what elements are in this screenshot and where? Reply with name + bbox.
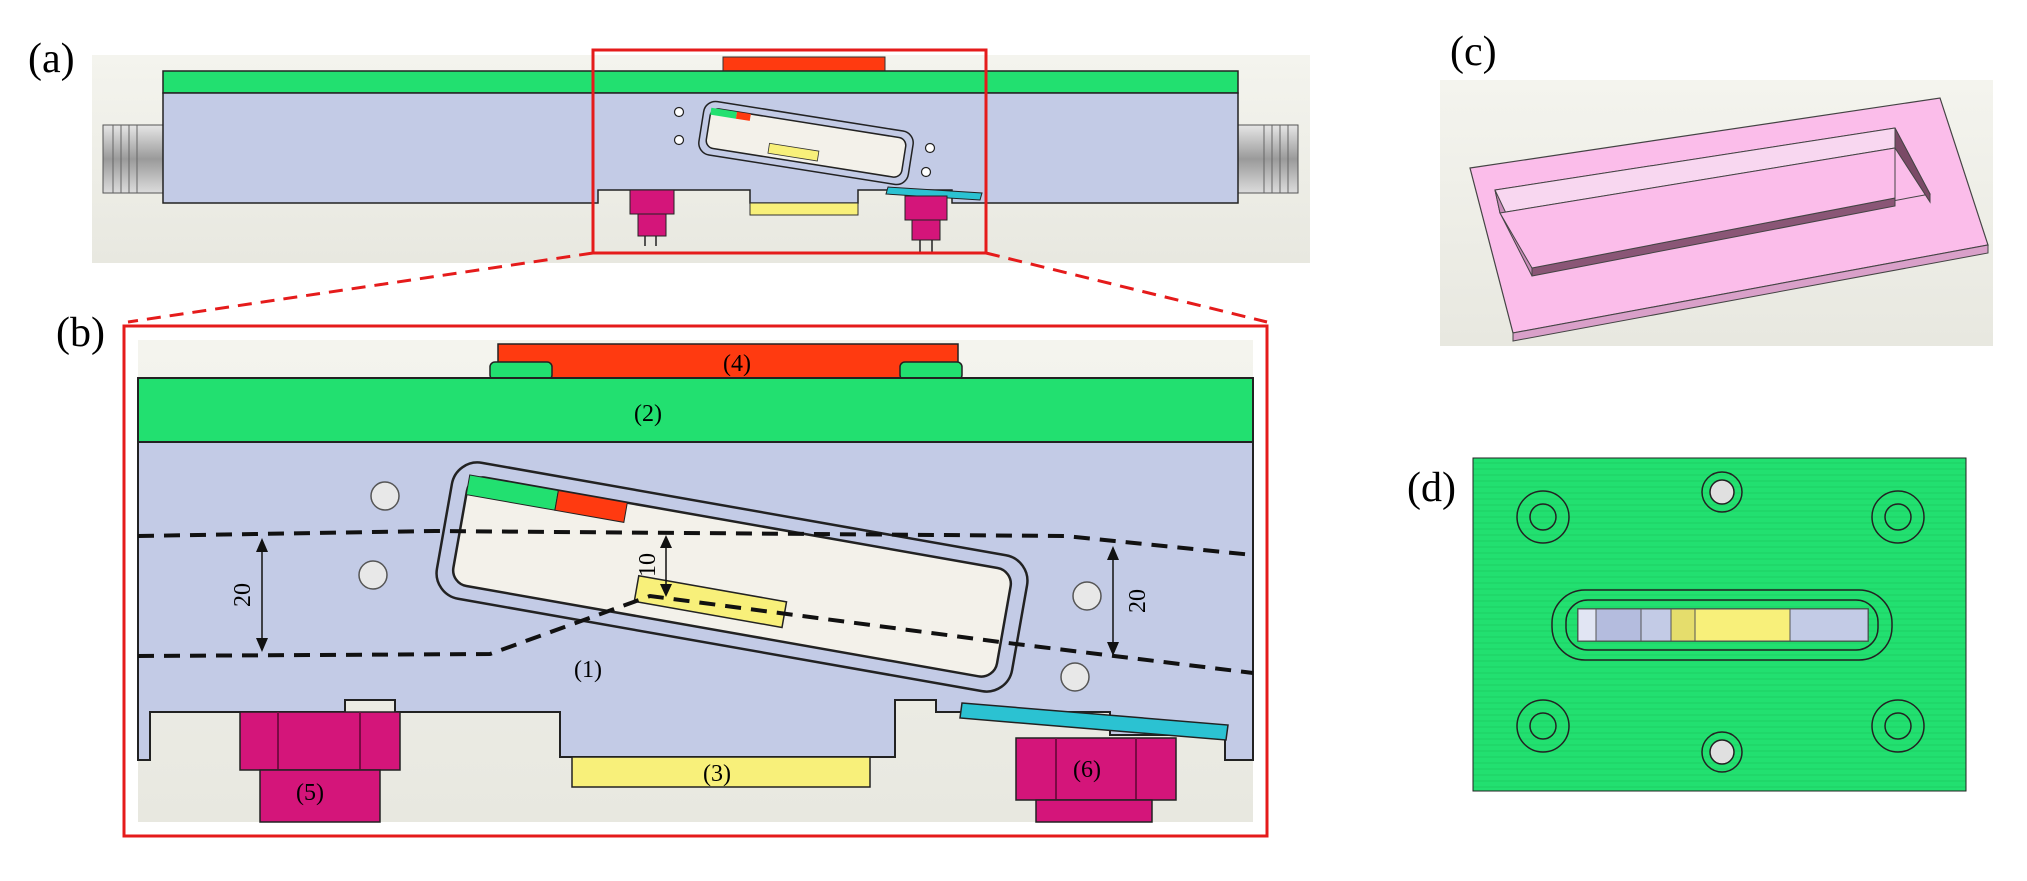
bolt-hole-icon [1516, 699, 1570, 753]
insert-slot-right-wall [1894, 127, 1931, 204]
part-label-3: (3) [703, 761, 731, 787]
part-3-fixture [571, 756, 871, 788]
panel-d [1472, 457, 1967, 792]
channel-upper-dashed [137, 528, 1254, 557]
panel-label-d: (d) [1407, 465, 1456, 511]
part-label-6: (6) [1073, 757, 1101, 783]
panel-c [1440, 80, 1993, 346]
part-4-top-cover [497, 343, 959, 379]
part-2-flange [137, 377, 1254, 443]
panel-b [122, 324, 1269, 838]
part-5-connector [239, 711, 401, 823]
panel-label-b: (b) [56, 310, 105, 356]
right-sma-connector [1237, 124, 1299, 194]
slot-yellow-segment [1694, 608, 1791, 642]
dimension-right [1107, 546, 1119, 656]
left-sma-connector [102, 124, 164, 194]
panel-label-a: (a) [28, 36, 75, 82]
cyan-plate-b [959, 702, 1229, 741]
green-flange-a [162, 70, 1239, 94]
dimension-left [256, 538, 268, 652]
mounting-hole-icon [920, 166, 932, 178]
alignment-pin-icon [1701, 471, 1743, 513]
bolt-hole-icon [1871, 490, 1925, 544]
waveguide-slot-a [698, 100, 914, 186]
mounting-hole-icon [370, 481, 400, 511]
part-6-connector [1015, 737, 1177, 823]
panel-b-frame [122, 324, 1269, 838]
mounting-hole-icon [673, 134, 685, 146]
mounting-hole-icon [924, 142, 936, 154]
slot-outer-outline [1551, 589, 1893, 661]
zoom-line-left [127, 251, 594, 324]
panel-label-c: (c) [1450, 29, 1497, 75]
dimension-center-label: 10 [635, 553, 661, 577]
zoom-line-right [985, 251, 1268, 324]
part-label-2: (2) [634, 401, 662, 427]
part-label-1: (1) [574, 657, 602, 683]
bottom-yellow-fixture-a [749, 202, 859, 216]
panel-a [92, 48, 1310, 263]
part-label-5: (5) [296, 780, 324, 806]
slot-inner-outline [1565, 599, 1879, 651]
mounting-hole-icon [1072, 581, 1102, 611]
insert-block-front [1512, 244, 1989, 342]
cyan-plate-a [885, 186, 983, 201]
bolt-hole-icon [1516, 490, 1570, 544]
zoom-highlight-frame [591, 48, 988, 255]
connector-5-a [629, 189, 675, 246]
mounting-hole-icon [673, 106, 685, 118]
dimension-left-label: 20 [230, 583, 256, 607]
mounting-hole-icon [1060, 662, 1090, 692]
dimension-right-label: 20 [1125, 589, 1151, 613]
part-label-4: (4) [723, 351, 751, 377]
waveguide-slot-b [435, 461, 1029, 693]
insert-slot-floor [1499, 147, 1896, 269]
channel-lower-dashed [137, 593, 1254, 675]
dimension-center [660, 535, 672, 597]
connector-6-a [904, 195, 948, 252]
alignment-pin-icon [1701, 731, 1743, 773]
bolt-hole-icon [1871, 699, 1925, 753]
mounting-hole-icon [358, 560, 388, 590]
